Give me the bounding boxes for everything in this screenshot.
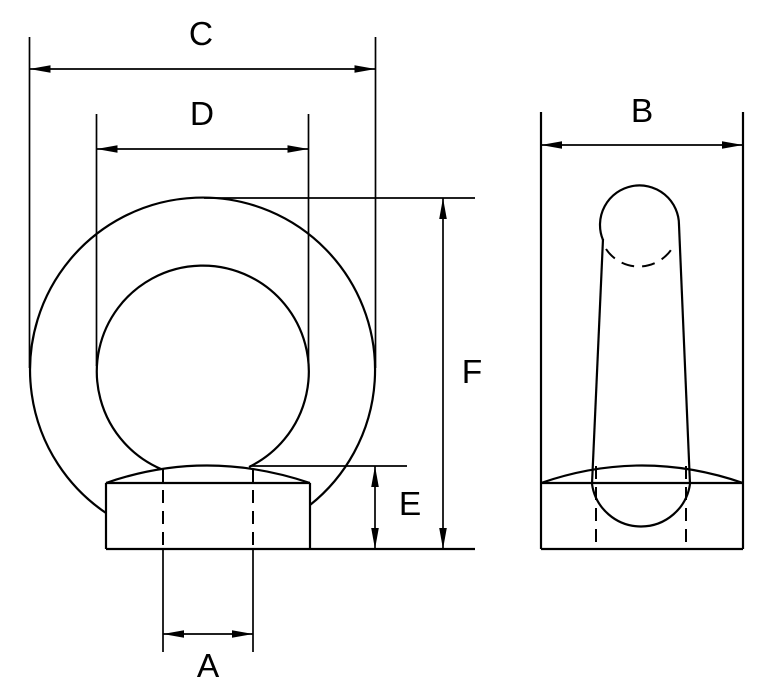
eye-cap-hidden-arc (605, 244, 675, 268)
side-base-crown-arc (540, 464, 744, 485)
dimension-E: E (250, 465, 421, 549)
dim-B-label: B (631, 93, 653, 130)
dim-A-label: A (197, 648, 220, 685)
dimension-A: A (162, 549, 254, 685)
base-crown-arc (105, 464, 311, 485)
eye-cap-arc (598, 184, 681, 241)
front-view (29, 196, 475, 551)
dim-C-label: C (189, 16, 213, 53)
dim-F-label: F (462, 354, 482, 391)
dimension-F: F (204, 197, 482, 549)
dim-E-label: E (399, 486, 421, 523)
outer-ring-arc (29, 196, 377, 514)
side-view (539, 112, 745, 551)
shank-left-edge (590, 238, 605, 485)
dimension-D: D (95, 96, 310, 366)
inner-ring-arc (95, 264, 310, 471)
dimension-B: B (541, 93, 743, 149)
shank-right-edge (677, 224, 692, 485)
dimension-C: C (28, 16, 377, 368)
dim-D-label: D (190, 96, 214, 133)
shank-bottom-arc (590, 483, 692, 528)
